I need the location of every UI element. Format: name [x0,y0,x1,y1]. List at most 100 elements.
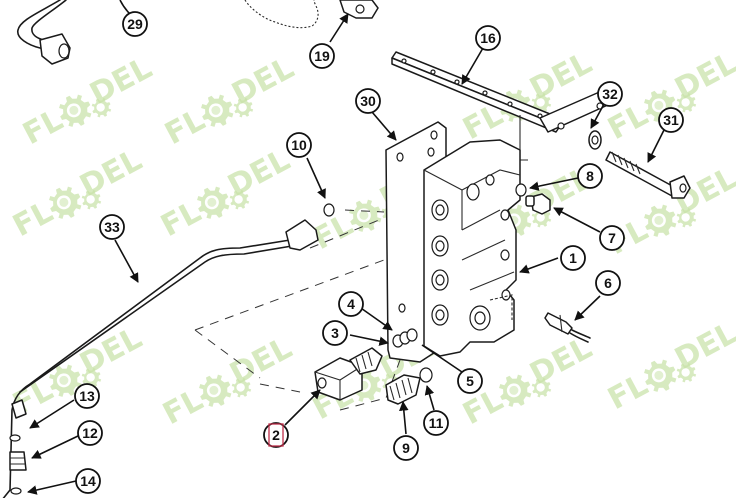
part-9-fitting [385,374,421,405]
gear-icon [191,181,235,225]
watermark: FL DEL [7,143,147,244]
svg-text:19: 19 [314,48,330,64]
gear-icon [638,199,682,243]
gear-icon [43,359,87,403]
callout-11[interactable]: 11 [423,410,449,436]
callout-9[interactable]: 9 [393,435,419,461]
callout-29[interactable]: 29 [122,11,148,37]
part-8-o-ring [515,183,527,197]
gear-icon [493,369,537,413]
callout-1[interactable]: 1 [560,245,586,271]
watermark-text-right: DEL [84,51,157,112]
gear-icon [43,181,87,225]
svg-text:33: 33 [104,219,120,235]
callout-4[interactable]: 4 [338,291,364,317]
watermark-text-left: FL [159,103,210,152]
svg-text:5: 5 [466,373,474,389]
gear-icon [638,84,682,128]
callout-12[interactable]: 12 [77,420,103,446]
gear-icon [528,204,555,231]
watermark-text-left: FL [17,103,68,152]
gear-icon [78,364,105,391]
callout-7[interactable]: 7 [599,225,625,251]
part-1-valve-body [423,139,521,357]
gear-icon [193,369,237,413]
watermark-text-right: DEL [222,143,295,204]
part-7-plug [525,193,551,215]
gear-icon [228,374,255,401]
gear-icon [226,186,253,213]
watermark: FL DEL [17,51,157,152]
watermark-text-left: FL [7,195,58,244]
alignment-lines [194,209,401,411]
gear-icon [78,186,105,213]
part-6-sensor [544,312,591,343]
watermark-text-right: DEL [224,331,297,392]
part-3-4-o-rings [392,328,418,348]
callout-10[interactable]: 10 [286,132,312,158]
gear-icon [343,194,387,238]
part-19-housing [244,0,379,29]
callout-16[interactable]: 16 [475,25,501,51]
gear-icon [638,354,682,398]
gear-icon [88,94,115,121]
watermark-text-left: FL [155,195,206,244]
gear-icon [230,94,257,121]
svg-text:13: 13 [79,388,95,404]
part-31-bolt [605,151,691,199]
svg-text:10: 10 [291,137,307,153]
watermark-text-right: DEL [524,331,597,392]
svg-text:14: 14 [80,473,96,489]
svg-text:1: 1 [569,250,577,266]
callout-32[interactable]: 32 [597,81,623,107]
svg-text:2: 2 [272,427,280,443]
part-12-fitting [9,451,27,471]
watermark: FL DEL [602,161,736,262]
callout-31[interactable]: 31 [658,107,684,133]
watermark-text-right: DEL [669,316,736,377]
watermark-text-right: DEL [74,321,147,382]
callout-19[interactable]: 19 [309,43,335,69]
watermark-text-right: DEL [226,51,299,112]
svg-text:29: 29 [127,16,143,32]
callout-2[interactable]: 2 [263,422,289,448]
svg-text:6: 6 [604,275,612,291]
part-32-washer [588,130,602,150]
part-33-tube [2,219,319,498]
watermark: FL DEL [155,143,295,244]
svg-text:7: 7 [608,230,616,246]
watermark-text-right: DEL [74,143,147,204]
callout-3[interactable]: 3 [322,320,348,346]
svg-text:31: 31 [663,112,679,128]
gear-icon [528,89,555,116]
watermark-text-left: FL [157,383,208,432]
callout-8[interactable]: 8 [577,163,603,189]
gear-icon [195,89,239,133]
svg-text:3: 3 [331,325,339,341]
callout-33[interactable]: 33 [99,214,125,240]
watermark: FL DEL [602,316,736,417]
callout-14[interactable]: 14 [75,468,101,494]
watermark-text-right: DEL [669,46,736,107]
gear-icon [673,359,700,386]
callout-30[interactable]: 30 [355,88,381,114]
svg-text:4: 4 [347,296,355,312]
gear-icon [673,89,700,116]
gear-icon [53,89,97,133]
svg-text:16: 16 [480,30,496,46]
watermark: FL DEL [7,321,147,422]
svg-text:32: 32 [602,86,618,102]
gear-icon [528,374,555,401]
callout-6[interactable]: 6 [595,270,621,296]
part-14-o-ring [10,487,22,495]
svg-text:12: 12 [82,425,98,441]
watermark: FL DEL [157,331,297,432]
callout-5[interactable]: 5 [457,368,483,394]
highlight-box [268,423,284,447]
watermark-text-left: FL [602,368,653,417]
part-11-o-ring [419,367,433,383]
part-29-tube [17,0,71,65]
callout-13[interactable]: 13 [74,383,100,409]
watermark: FL DEL [159,51,299,152]
